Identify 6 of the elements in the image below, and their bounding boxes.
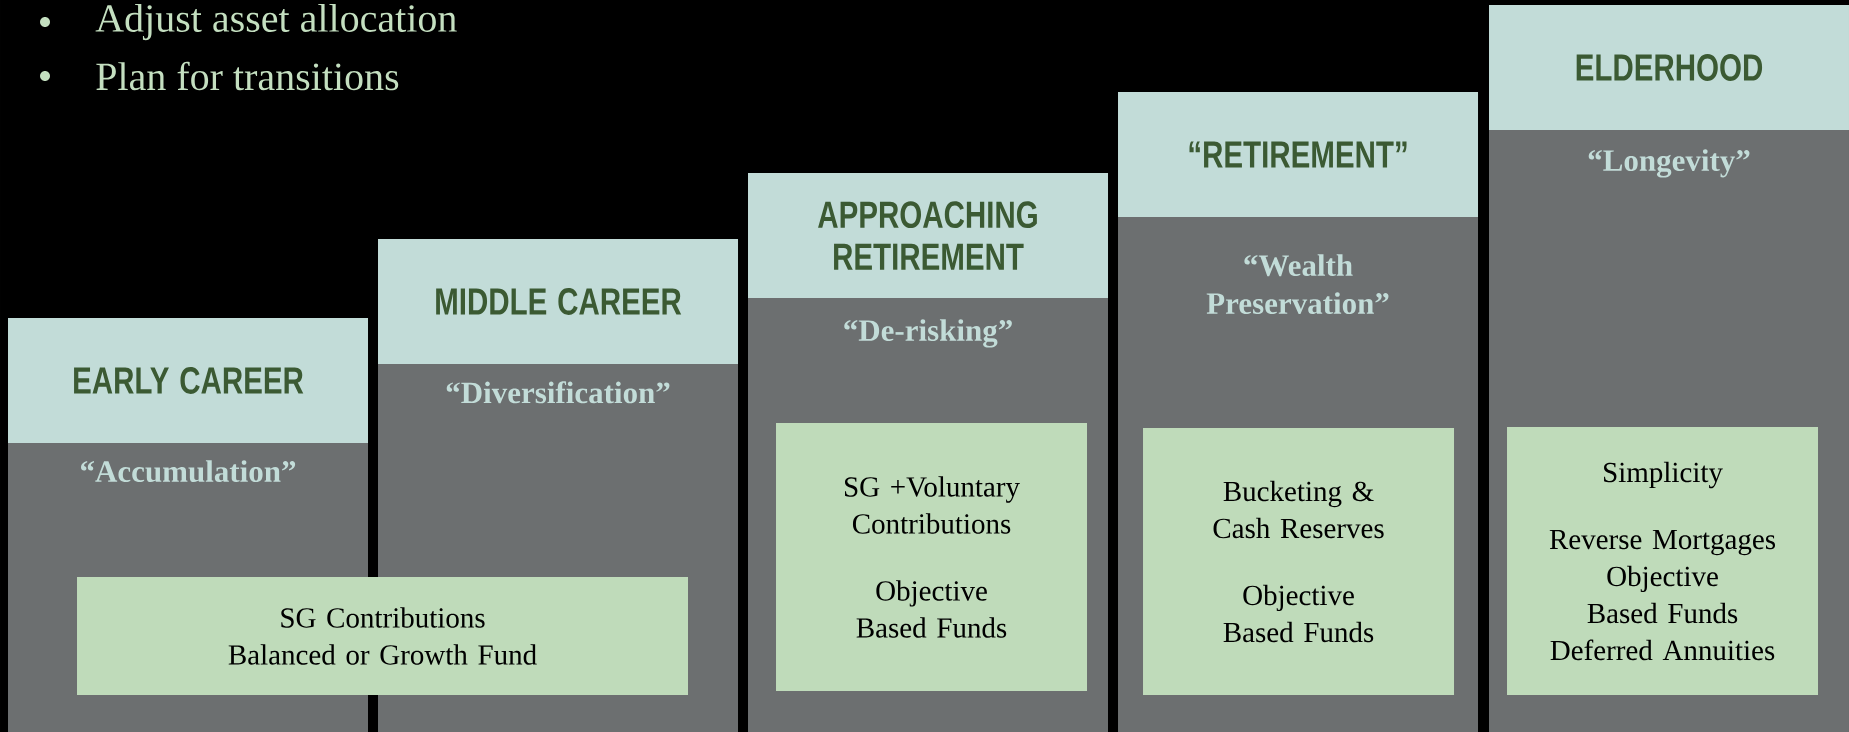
strategy-box: SG Contributions Balanced or Growth Fund	[77, 577, 688, 695]
strategy-box: Bucketing & Cash Reserves Objective Based Funds	[1143, 428, 1454, 695]
strategy-box: Simplicity Reverse Mortgages Objective Based Funds Deferred Annuities	[1507, 427, 1818, 695]
bullet-item: Plan for transitions	[40, 61, 399, 91]
bullet-item: Adjust asset allocation	[40, 3, 457, 41]
strategy-box: SG +Voluntary Contributions Objective Based Funds	[776, 423, 1087, 691]
